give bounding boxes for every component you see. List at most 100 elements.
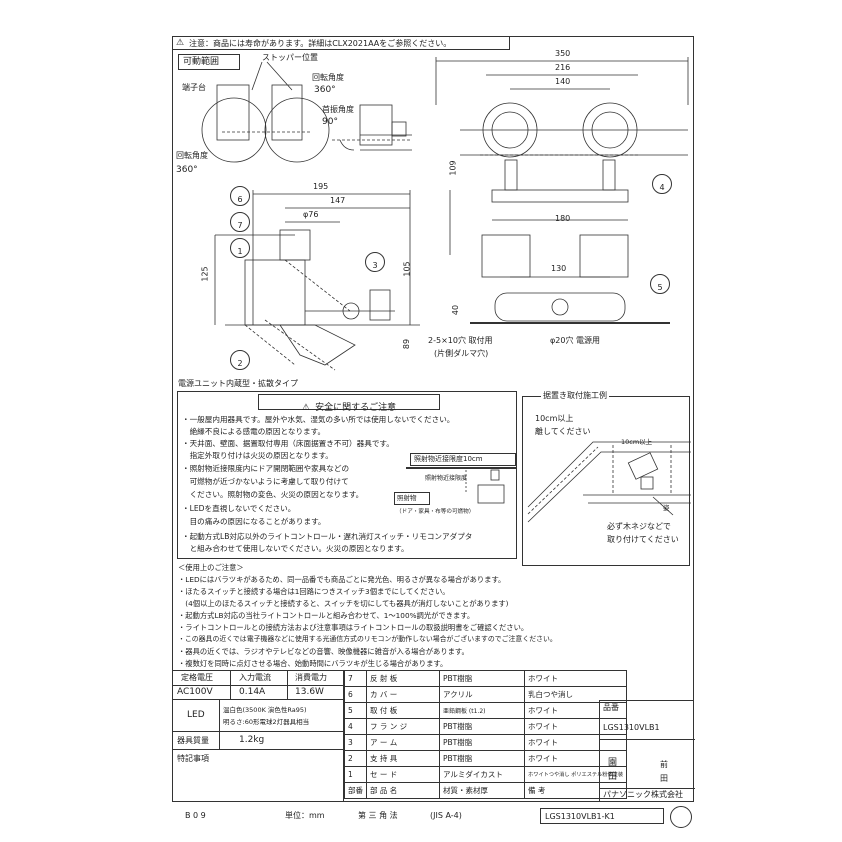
proximity-label: 照射物近接限度 [425, 475, 468, 482]
special-header: 特記事項 [177, 754, 209, 763]
drawing-number: LGS1310VLB1-K1 [545, 812, 615, 821]
safety-line: と組み合わせて使用しないでください。火災の原因となります。 [182, 544, 409, 553]
input-current: 0.14A [239, 687, 266, 697]
safety-line: 指定外取り付けは火災の原因となります。 [182, 451, 333, 460]
dim-147: 147 [330, 196, 346, 205]
usage-line: ・起動方式LB対応の当社ライトコントロールと組み合わせて、1〜100%調光ができ… [178, 611, 475, 620]
movable-range-title: 可動範囲 [183, 57, 220, 67]
warning-icon: ⚠ [176, 38, 185, 48]
specs-block: 定格電圧 入力電流 消費電力 AC100V 0.14A 13.6W LED 温白… [172, 670, 345, 802]
parts-cell-name: ア ー ム [366, 734, 440, 751]
rated-voltage: AC100V [177, 687, 213, 697]
callout-1: 1 [230, 238, 250, 258]
revision-circle [670, 806, 692, 828]
weight-value: 1.2kg [239, 735, 265, 745]
parts-cell-material: PBT樹脂 [439, 750, 525, 767]
parts-cell-no: 4 [344, 718, 367, 735]
parts-header-name: 部 品 名 [366, 782, 440, 799]
usage-line: ・ほたるスイッチと接続する場合は1回路につきスイッチ3個までにしてください。 [178, 587, 450, 596]
led-detail-2: 明るさ:60形電球2灯器具相当 [223, 718, 310, 726]
product-info-box: 品番 LGS1310VLB1 前 田 園 田 パナソニック株式会社 [599, 700, 695, 802]
dim-216: 216 [555, 63, 571, 72]
rotation-value-1: 360° [314, 85, 336, 95]
mount-hole-sub: (片側ダルマ穴) [434, 349, 489, 358]
parts-cell-no: 7 [344, 670, 367, 687]
object-label: 照射物 [397, 494, 417, 502]
parts-header-row: 部番部 品 名材質・素材厚備 考 [344, 782, 628, 799]
rotation-label-1: 回転角度 [312, 73, 344, 82]
neck-label: 首振角度 [322, 105, 354, 114]
safety-title-bar: ⚠ 安全に関するご注意 [258, 394, 440, 413]
proximity-diagram [406, 467, 516, 504]
parts-cell-no: 3 [344, 734, 367, 751]
power-hole-label: φ20穴 電源用 [550, 336, 600, 345]
callout-7: 7 [230, 212, 250, 232]
standard-label: (JIS A-4) [430, 811, 462, 820]
parts-cell-name: 反 射 板 [366, 670, 440, 687]
warning-icon: ⚠ [301, 403, 310, 413]
power-header: 消費電力 [295, 673, 327, 682]
parts-header-remark: 備 考 [523, 782, 628, 799]
drawn-label: 前 [660, 760, 668, 769]
power-value: 13.6W [295, 687, 324, 697]
rotation-label-2: 回転角度 [176, 151, 208, 160]
away-1: 10cm以上 [535, 414, 574, 423]
safety-line: 可燃物が近づかないように考慮して取り付けて [182, 477, 349, 486]
dim-130: 130 [551, 264, 567, 273]
install-title: 据置き取付施工例 [541, 391, 609, 400]
usage-line: ・LEDにはバラツキがあるため、同一品番でも商品ごとに発光色、明るさが異なる場合… [178, 575, 506, 584]
unit-label: 単位：mm [285, 811, 325, 820]
neck-value: 90° [322, 117, 338, 127]
caution-text: 注意：商品には寿命があります。詳細はCLX2021AAをご参照ください。 [189, 39, 452, 48]
rated-voltage-header: 定格電圧 [181, 673, 213, 682]
safety-line: ください。照射物の変色、火災の原因となります。 [182, 490, 364, 499]
usage-line: (4個以上のほたるスイッチと接続すると、スイッチを切にしても器具が消灯しないこと… [178, 599, 509, 608]
dim-180: 180 [555, 214, 571, 223]
usage-line: ・ライトコントロールとの接続方法および注意事項はライトコントロールの取扱説明書を… [178, 623, 529, 632]
safety-line: ・天井面、壁面、据置取付専用（床面据置き不可）器具です。 [182, 439, 394, 448]
checker-stamp: 田 [608, 772, 618, 782]
mount-hole-label: 2-5×10穴 取付用 [428, 336, 493, 345]
dim-350: 350 [555, 49, 571, 58]
safety-line: 目の痛みの原因になることがあります。 [182, 517, 326, 526]
dim-195: 195 [313, 182, 329, 191]
parts-cell-name: フ ラ ン ジ [366, 718, 440, 735]
callout-3: 3 [365, 252, 385, 272]
product-code: LGS1310VLB1 [603, 723, 660, 732]
proximity-title: 照射物近接限度10cm [414, 455, 483, 463]
away-2: 離してください [535, 427, 591, 436]
movable-range-title-box: 可動範囲 [178, 54, 240, 70]
parts-cell-name: 支 持 具 [366, 750, 440, 767]
product-code-label: 品番 [603, 703, 619, 712]
usage-title: ＜使用上のご注意＞ [178, 563, 244, 572]
company-name: パナソニック株式会社 [603, 790, 683, 799]
object-box: 照射物 [394, 492, 430, 505]
parts-cell-name: 取 付 板 [366, 702, 440, 719]
install-diagram [527, 441, 691, 523]
parts-cell-no: 6 [344, 686, 367, 703]
parts-cell-no: 2 [344, 750, 367, 767]
proximity-title-box: 照射物近接限度10cm [410, 453, 516, 466]
safety-box: ⚠ 安全に関するご注意 ・一般屋内用器具です。屋外や水気、湿気の多い所では使用し… [177, 391, 517, 559]
base-label: 姿 [663, 504, 670, 512]
front-view-drawing [435, 57, 689, 324]
safety-title: 安全に関するご注意 [315, 403, 397, 413]
input-current-header: 入力電流 [239, 673, 271, 682]
drawing-no-box: LGS1310VLB1-K1 [540, 808, 664, 824]
terminal-label: 端子台 [182, 83, 206, 92]
safety-line: ・起動方式LB対応以外のライトコントロール・遅れ消灯スイッチ・リモコンアダプタ [182, 532, 473, 541]
parts-cell-material: 亜鉛鋼板 (t1.2) [439, 702, 525, 719]
approver-stamp: 園 [608, 758, 618, 768]
parts-cell-name: セ ー ド [366, 766, 440, 783]
parts-cell-finish: ホワイト [523, 670, 628, 687]
parts-cell-material: PBT樹脂 [439, 734, 525, 751]
checked-label: 田 [660, 774, 668, 783]
parts-cell-name: カ バ ー [366, 686, 440, 703]
